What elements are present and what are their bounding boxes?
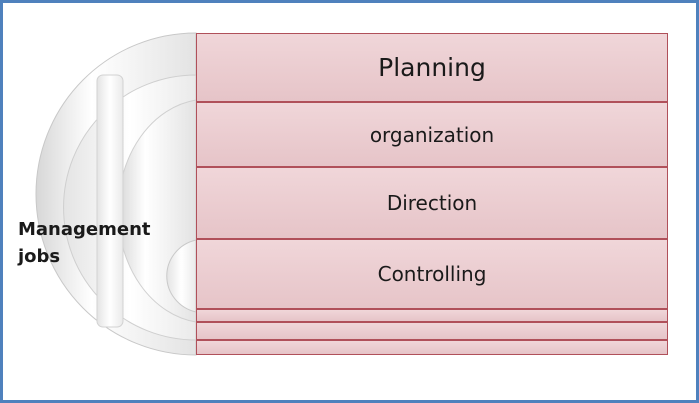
layer-controlling: Controlling	[196, 239, 668, 309]
center-label-line2: jobs	[18, 246, 61, 267]
arc-strip-left	[96, 74, 124, 328]
layer-empty-2	[196, 322, 668, 340]
layer-organization-label: organization	[369, 122, 495, 147]
center-label-line1: Management	[18, 219, 151, 240]
layer-organization: organization	[196, 102, 668, 167]
layer-empty-1	[196, 309, 668, 322]
layer-controlling-label: Controlling	[377, 262, 487, 286]
arc-inner	[166, 239, 197, 313]
layer-direction-label: Direction	[386, 191, 478, 215]
center-label: Management jobs	[18, 216, 151, 270]
layer-empty-3	[196, 340, 668, 355]
layer-direction: Direction	[196, 167, 668, 239]
layer-planning-label: Planning	[378, 53, 486, 82]
layer-planning: Planning	[196, 33, 668, 102]
